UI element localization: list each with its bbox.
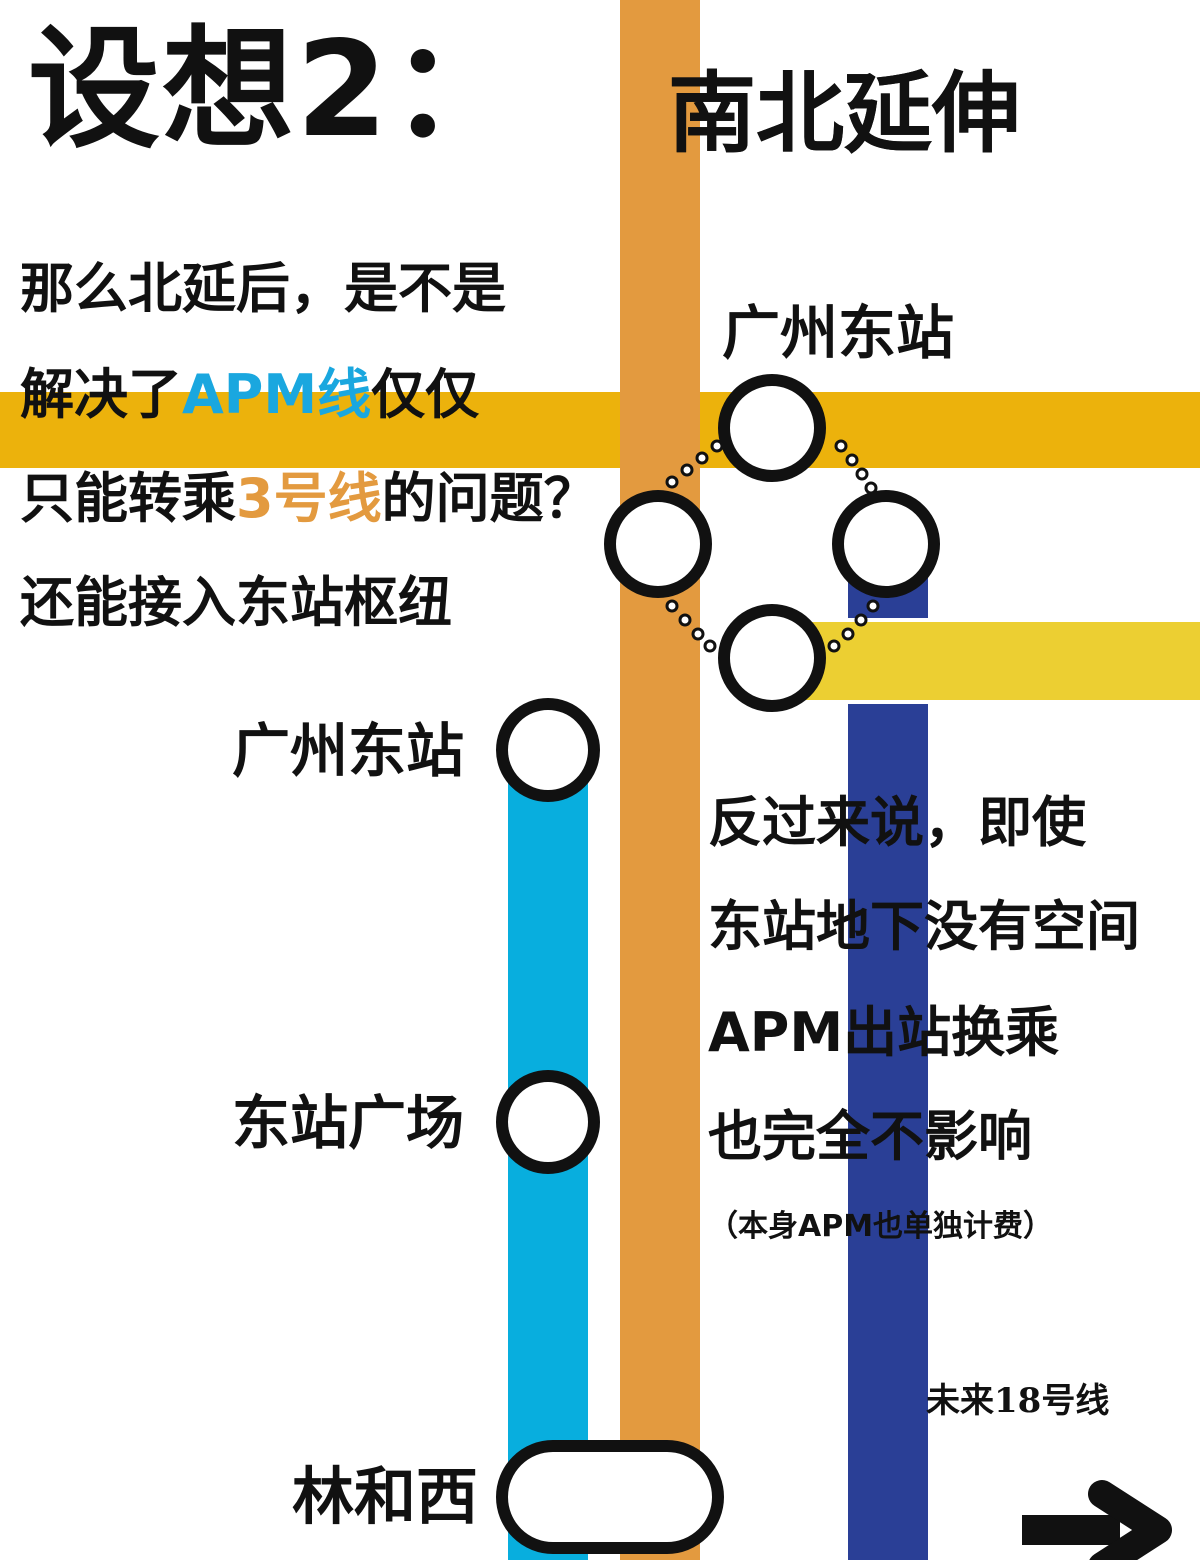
answer-line-3: APM出站换乘 (708, 1001, 1060, 1064)
page-title: 设想2： (28, 13, 524, 167)
station-label-hub: 广州东站 (722, 299, 955, 367)
question-line-2-pre: 解决了 (20, 363, 182, 426)
question-line-3-pre: 只能转乘 (20, 467, 236, 530)
hub-circle-west[interactable] (604, 490, 712, 598)
answer-note: （本身APM也单独计费） (708, 1209, 1054, 1244)
answer-line-2: 东站地下没有空间 (708, 895, 1140, 958)
answer-line-4: 也完全不影响 (708, 1105, 1032, 1168)
horizontal-light-yellow-line (790, 622, 1200, 700)
answer-line-1: 反过来说，即使 (708, 791, 1086, 854)
hub-circle-east[interactable] (832, 490, 940, 598)
station-circle-guangzhou-east[interactable] (496, 698, 600, 802)
line18-label: 未来18号线 (926, 1381, 1110, 1421)
question-line-2-post: 仅仅 (371, 363, 480, 426)
question-line-1: 那么北延后，是不是 (20, 257, 506, 320)
right-arrow-icon (1022, 1480, 1172, 1560)
navy-vertical-line (848, 704, 928, 1560)
station-label-linhexi: 林和西 (292, 1460, 479, 1533)
page-subtitle: 南北延伸 (668, 62, 1021, 165)
station-circle-east-square[interactable] (496, 1070, 600, 1174)
station-label-east-square: 东站广场 (232, 1089, 465, 1157)
hub-circle-north[interactable] (718, 374, 826, 482)
line3-highlight: 3号线 (236, 467, 382, 530)
orange-vertical-line (620, 0, 700, 1560)
station-capsule-linhexi[interactable] (496, 1440, 724, 1554)
station-label-guangzhou-east: 广州东站 (232, 717, 465, 785)
apm-line-highlight: APM线 (182, 363, 372, 426)
horizontal-yellow-line (0, 392, 1200, 468)
question-line-4: 还能接入东站枢纽 (20, 571, 452, 634)
question-line-2: 解决了APM线仅仅 (20, 368, 479, 422)
question-line-3: 只能转乘3号线的问题？ (20, 472, 598, 526)
question-line-3-post: 的问题？ (381, 467, 598, 530)
hub-circle-south[interactable] (718, 604, 826, 712)
